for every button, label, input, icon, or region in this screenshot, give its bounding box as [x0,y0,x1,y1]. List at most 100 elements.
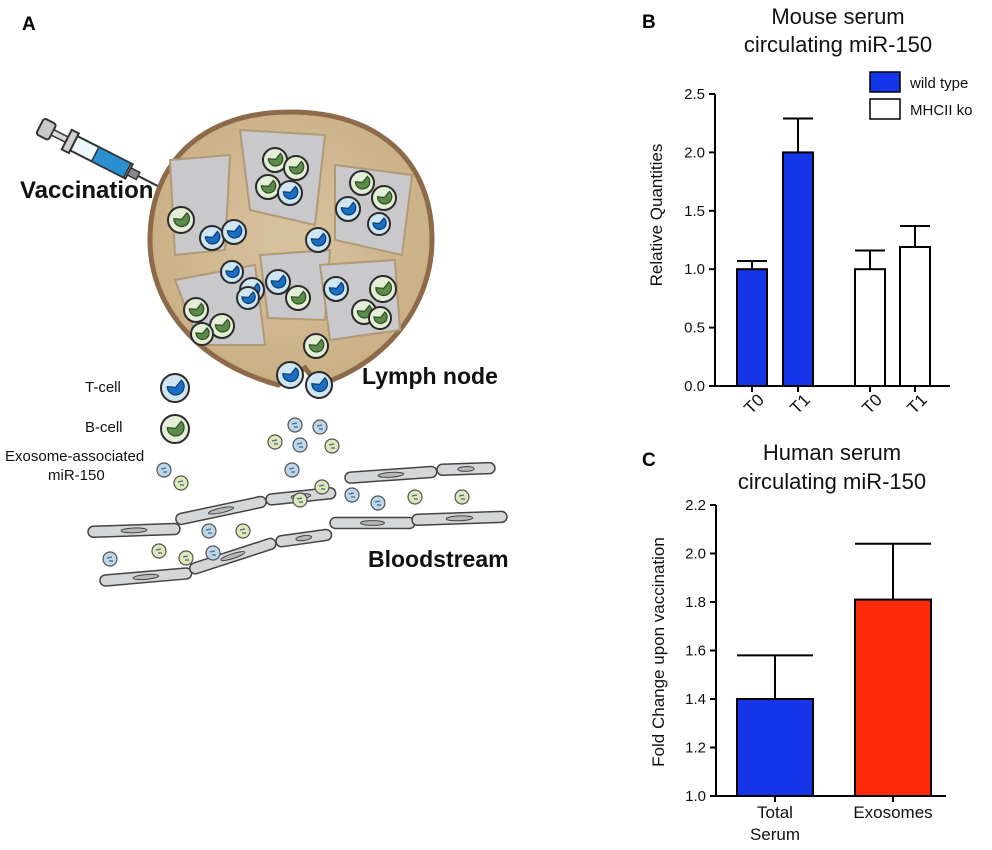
panel-a-diagram: A Vaccination Lymph node Bloo [5,14,509,587]
bloodstream-label: Bloodstream [368,546,509,572]
b-cell [190,322,214,346]
chart-b-x-tick-label: T0 [858,390,885,417]
t-cell [236,286,260,310]
b-cell [303,333,329,359]
legend-label-mhcii-ko: MHCII ko [910,102,973,119]
exosome [454,489,470,505]
chart-b-title-line1: Mouse serum [771,4,904,29]
t-cell [199,225,225,251]
vessel-cell [329,516,416,530]
chart-b-y-tick-label: 1.5 [684,203,705,220]
chart-b-x-tick-label: T0 [740,390,767,417]
t-cell [277,180,303,206]
lymph-node-label: Lymph node [362,363,498,389]
chart-mouse-serum: B Mouse serum circulating miR-150 wild t… [642,4,973,418]
b-cell [167,206,195,234]
exosome [284,462,300,478]
chart-c-y-tick-label: 1.8 [685,594,706,611]
vessel-cell [99,567,193,587]
panel-letter-b: B [642,12,656,33]
chart-c-x-tick-label: Serum [750,825,800,844]
vaccination-label: Vaccination [20,177,153,204]
chart-c-x-tick-label: Exosomes [853,803,932,822]
t-cell [305,227,331,253]
t-cell-icon [160,373,190,403]
t-cell-label: T-cell [85,379,121,396]
chart-b-y-tick-label: 0.0 [684,378,705,395]
b-cell-label: B-cell [85,419,123,436]
exosome [156,462,172,478]
exosome [314,479,330,495]
chart-c-y-tick-label: 2.2 [685,497,706,514]
b-cell [369,275,397,303]
t-cell [335,196,361,222]
legend-swatch-wild-type [869,71,901,93]
chart-c-y-axis-label: Fold Change upon vaccination [649,537,668,767]
b-cell [368,306,392,330]
exosome [178,550,194,566]
exosome [344,487,360,503]
exosome [151,543,167,559]
chart-b-bar [782,151,814,387]
chart-b-x-tick-label: T1 [786,390,813,417]
panel-letter-c: C [642,450,656,471]
chart-b-y-tick-label: 2.5 [684,86,705,103]
chart-c-y-tick-label: 1.6 [685,643,706,660]
chart-c-y-tick-label: 1.2 [685,740,706,757]
b-cell [349,170,375,196]
chart-c-title-line1: Human serum [763,440,901,465]
panel-letter-a: A [22,14,36,35]
t-cell [265,269,291,295]
b-cell [183,297,209,323]
chart-b-y-tick-label: 1.0 [684,261,705,278]
t-cell [220,260,244,284]
chart-c-x-tick-label: Total [757,803,793,822]
exosome [312,419,328,435]
chart-c-title-line2: circulating miR-150 [738,469,926,494]
b-cell [283,155,309,181]
exosome [292,492,308,508]
exosome [370,495,386,511]
chart-b-y-tick-label: 2.0 [684,144,705,161]
exosome [205,545,221,561]
b-cell [255,174,281,200]
exosome [287,417,303,433]
exosome-icon [156,462,189,491]
lymph-node-shape [147,109,435,388]
b-cell-icon [160,414,190,444]
chart-b-title-line2: circulating miR-150 [744,32,932,57]
chart-b-y-axis-label: Relative Quantities [647,144,666,287]
chart-b-bar [854,268,886,388]
chart-b-bar [736,268,768,388]
legend-swatch-mhcii-ko [869,98,901,120]
exosome [324,438,340,454]
b-cell [285,285,311,311]
chart-c-y-tick-label: 1.4 [685,691,706,708]
exosome [201,523,217,539]
exosome [407,489,423,505]
t-cell [323,276,349,302]
chart-human-serum: C Human serum circulating miR-150 Fold C… [642,440,946,844]
vessel-cell [436,461,496,477]
vessel-cell [344,465,438,484]
exosome [235,523,251,539]
vessel-cell [188,537,277,575]
vessel-cell [175,495,267,526]
exosome [292,437,308,453]
b-cell [160,414,190,444]
chart-c-y-tick-label: 1.0 [685,788,706,805]
t-cell [221,219,247,245]
chart-b-bar [899,246,931,387]
lymph-node-cells [167,147,397,399]
t-cell [367,212,391,236]
b-cell [262,147,288,173]
exosome-label-line1: Exosome-associated [5,448,144,465]
b-cell [371,185,397,211]
migrating-cells [102,417,470,567]
vessel-cell [275,528,333,548]
legend-label-wild-type: wild type [909,75,968,92]
exosome [173,475,189,491]
vessel-cell [87,522,181,539]
exosome [102,551,118,567]
